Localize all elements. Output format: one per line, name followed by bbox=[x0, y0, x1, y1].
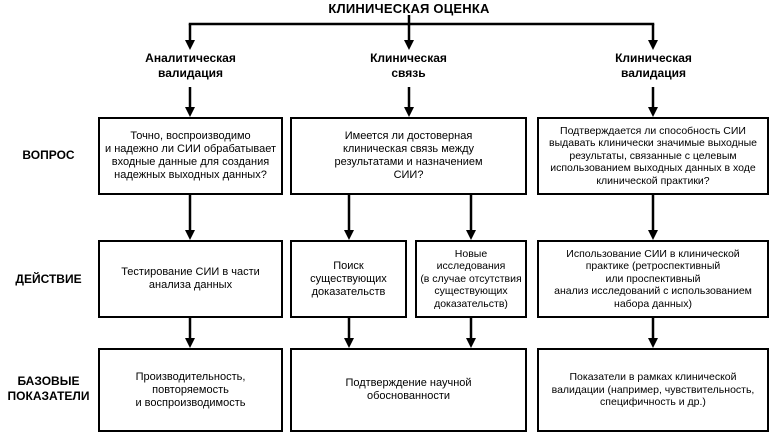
action-box-existing-evidence-search: Поиск существующих доказательств bbox=[290, 240, 407, 318]
column-header-clinical-validation: Клиническая валидация bbox=[615, 51, 692, 80]
diagram-title: КЛИНИЧЕСКАЯ ОЦЕНКА bbox=[328, 1, 490, 16]
metric-box-performance-repeatability: Производительность, повторяемость и восп… bbox=[98, 348, 283, 432]
action-box-clinical-practice-use: Использование СИИ в клинической практике… bbox=[537, 240, 769, 318]
action-box-new-studies: Новые исследования (в случае отсутствия … bbox=[415, 240, 527, 318]
arrowhead-icon bbox=[344, 230, 354, 240]
question-box-clinical-association: Имеется ли достоверная клиническая связь… bbox=[290, 117, 527, 195]
row-label-action: ДЕЙСТВИЕ bbox=[15, 272, 82, 286]
arrowhead-icon bbox=[648, 107, 658, 117]
column-header-clinical-association: Клиническая связь bbox=[370, 51, 447, 80]
arrowhead-icon bbox=[648, 338, 658, 348]
arrowhead-icon bbox=[466, 230, 476, 240]
arrowhead-icon bbox=[648, 40, 658, 50]
arrowhead-icon bbox=[648, 230, 658, 240]
arrowhead-icon bbox=[404, 107, 414, 117]
question-box-analytical-validation: Точно, воспроизводимо и надежно ли СИИ о… bbox=[98, 117, 283, 195]
metric-box-clinical-validation-metrics: Показатели в рамках клинической валидаци… bbox=[537, 348, 769, 432]
column-header-analytical-validation: Аналитическая валидация bbox=[145, 51, 236, 80]
arrowhead-icon bbox=[185, 40, 195, 50]
arrowhead-icon bbox=[185, 107, 195, 117]
arrowhead-icon bbox=[404, 40, 414, 50]
arrowhead-icon bbox=[344, 338, 354, 348]
arrowhead-icon bbox=[466, 338, 476, 348]
action-box-ai-testing: Тестирование СИИ в части анализа данных bbox=[98, 240, 283, 318]
row-label-question: ВОПРОС bbox=[22, 148, 75, 162]
question-box-clinical-validation: Подтверждается ли способность СИИ выдава… bbox=[537, 117, 769, 195]
metric-box-scientific-validity: Подтверждение научной обоснованности bbox=[290, 348, 527, 432]
arrowhead-icon bbox=[185, 230, 195, 240]
row-label-base-metrics: БАЗОВЫЕ ПОКАЗАТЕЛИ bbox=[7, 374, 90, 403]
arrowhead-icon bbox=[185, 338, 195, 348]
